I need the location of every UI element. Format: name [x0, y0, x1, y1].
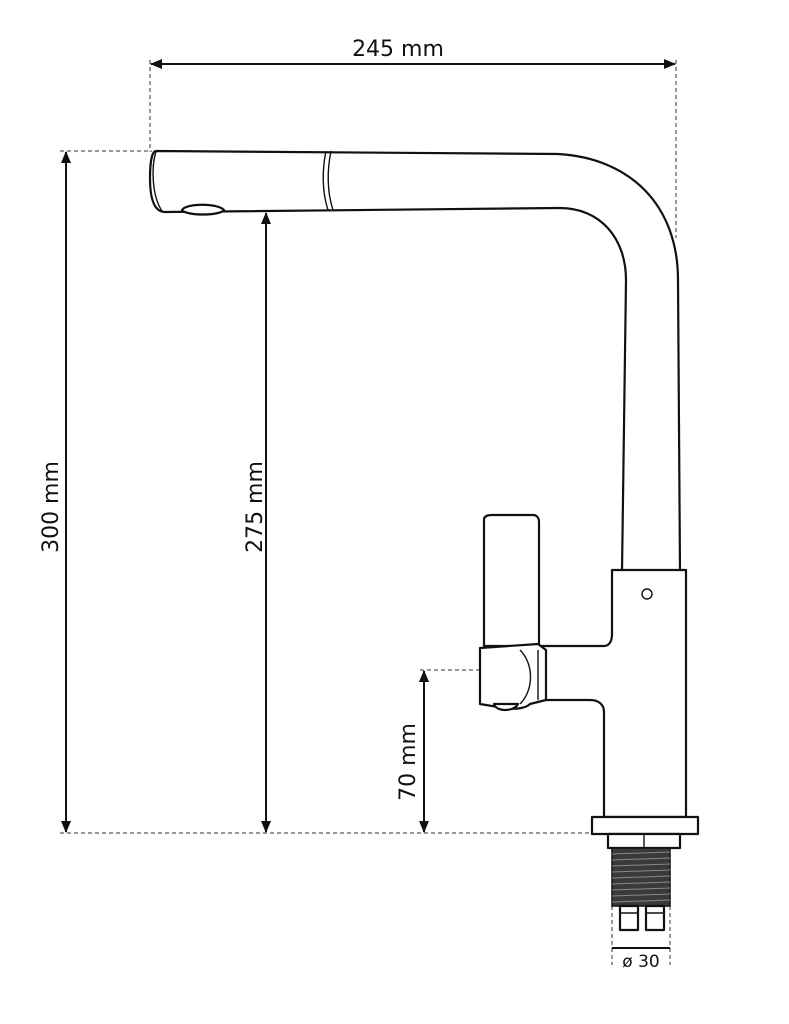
dimension-total-height: 300 mm	[39, 151, 71, 833]
reach-label: 245 mm	[352, 37, 444, 62]
total-height-label: 300 mm	[39, 461, 64, 553]
lever-height-label: 70 mm	[396, 723, 421, 801]
dimension-lever-height: 70 mm	[396, 670, 429, 833]
hose-connectors	[618, 904, 666, 932]
dimension-thread-diameter: ø 30	[612, 947, 670, 972]
spout-height-label: 275 mm	[243, 461, 268, 553]
spout-pipe	[148, 149, 682, 574]
faucet-outline	[148, 149, 700, 932]
lever-hub	[478, 642, 548, 710]
base-plate	[590, 815, 700, 836]
dimension-reach: 245 mm	[150, 37, 676, 69]
dimension-spout-height: 275 mm	[243, 212, 271, 833]
thread-diameter-label: ø 30	[622, 952, 659, 972]
aerator	[180, 203, 226, 216]
faucet-body	[536, 568, 688, 819]
lever-handle	[482, 513, 541, 648]
